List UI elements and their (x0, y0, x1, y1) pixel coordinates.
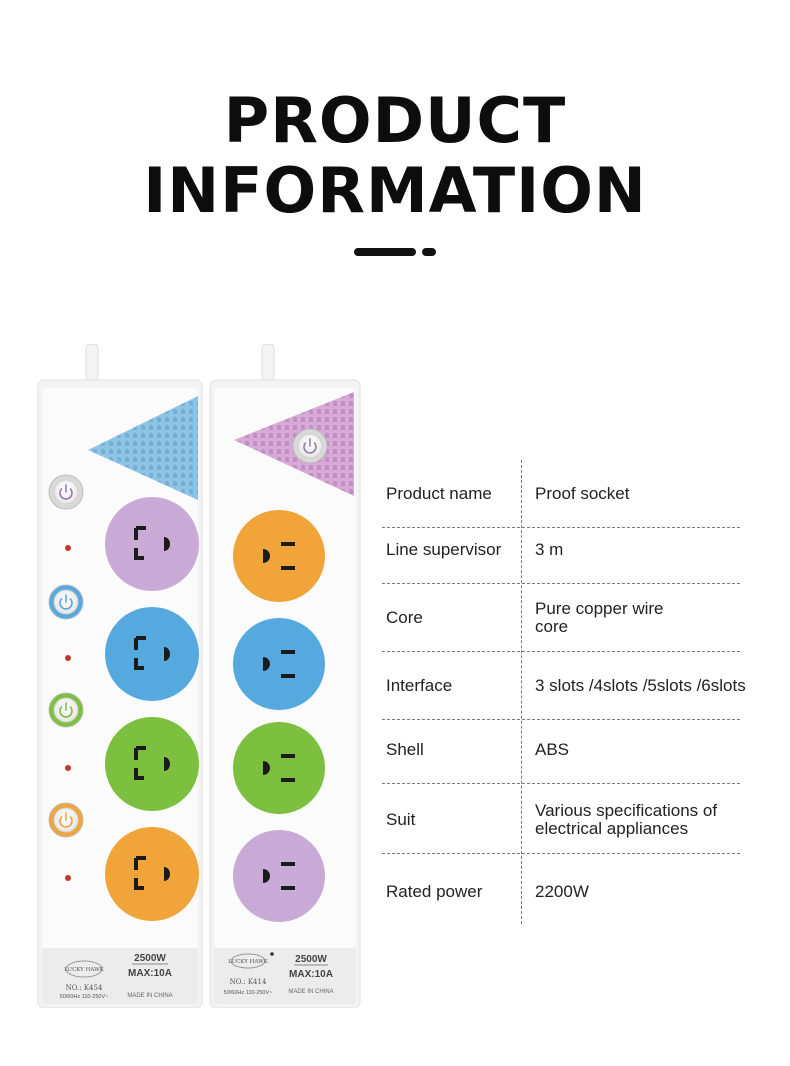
power-icon (59, 812, 73, 828)
label-plate-k454: LUCKY HAWK NO.: K454 50/60Hz 110-250V~ 2… (60, 953, 173, 1000)
power-strip-k414: LUCKY HAWK NO.: K414 50/60Hz 110-250V~ 2… (209, 344, 361, 1008)
spec-label: Shell (386, 740, 424, 759)
spec-value: 3 m (535, 540, 564, 559)
power-socket (105, 607, 199, 701)
spec-label: Line supervisor (386, 540, 502, 559)
spec-row: Product name Proof socket (382, 460, 742, 528)
spec-value: 3 slots /4slots /5slots /6slots (535, 676, 746, 695)
brand-label: LUCKY HAWK (228, 959, 269, 965)
current-label: MAX:10A (289, 969, 333, 980)
spec-value: Various specifications of electrical app… (535, 801, 718, 838)
power-switch-button[interactable] (48, 692, 84, 728)
power-socket (233, 830, 325, 922)
spec-value: 2200W (535, 882, 589, 901)
spec-table: Product name Proof socket Line superviso… (382, 460, 746, 926)
spec-value: Pure copper wire core (535, 599, 664, 636)
rating-label: 50/60Hz 110-250V~ (224, 990, 273, 996)
current-label: MAX:10A (128, 968, 172, 979)
title-underline-dot (422, 248, 436, 256)
power-socket (105, 717, 199, 811)
power-socket (233, 722, 325, 814)
power-socket (105, 827, 199, 921)
spec-label: Interface (386, 676, 453, 695)
spec-column-divider (521, 460, 522, 924)
vent-triangle (88, 396, 198, 500)
indicator-light (65, 765, 71, 771)
power-switch-button[interactable] (292, 428, 328, 464)
page-title-line1: PRODUCT (223, 84, 567, 157)
power-switch-button[interactable] (48, 584, 84, 620)
indicator-light (65, 655, 71, 661)
model-label: NO.: K414 (230, 978, 267, 986)
indicator-light (65, 545, 71, 551)
power-strip-illustration: LUCKY HAWK NO.: K454 50/60Hz 110-250V~ 2… (37, 344, 361, 1008)
power-strip-k454: LUCKY HAWK NO.: K454 50/60Hz 110-250V~ 2… (37, 344, 203, 1008)
spec-row: Core Pure copper wire core (382, 584, 742, 652)
origin-label: MADE IN CHINA (127, 993, 172, 999)
power-icon (59, 484, 73, 500)
power-socket (233, 618, 325, 710)
power-icon (59, 702, 73, 718)
power-label: 2500W (134, 953, 166, 964)
spec-row: Shell ABS (382, 716, 742, 784)
spec-row: Suit Various specifications of electrica… (382, 786, 742, 854)
power-switch-button[interactable] (48, 474, 84, 510)
spec-value: ABS (535, 740, 570, 759)
power-icon (59, 594, 73, 610)
spec-label: Product name (386, 484, 492, 503)
origin-label: MADE IN CHINA (288, 989, 333, 995)
power-icon (303, 438, 317, 454)
title-underline-long (354, 248, 416, 256)
spec-label: Core (386, 608, 423, 627)
rating-label: 50/60Hz 110-250V~ (60, 994, 109, 1000)
spec-label: Rated power (386, 882, 483, 901)
power-socket (233, 510, 325, 602)
spec-row: Rated power 2200W (382, 858, 742, 926)
brand-label: LUCKY HAWK (64, 967, 105, 973)
spec-row: Interface 3 slots /4slots /5slots /6slot… (382, 652, 746, 720)
model-label: NO.: K454 (66, 984, 103, 992)
page-title-line2: INFORMATION (143, 154, 647, 227)
label-plate-k414: LUCKY HAWK NO.: K414 50/60Hz 110-250V~ 2… (224, 952, 334, 996)
power-switch-button[interactable] (48, 802, 84, 838)
power-socket (105, 497, 199, 591)
spec-row: Line supervisor 3 m (382, 516, 742, 584)
indicator-light (65, 875, 71, 881)
power-label: 2500W (295, 954, 327, 965)
spec-label: Suit (386, 810, 416, 829)
spec-value: Proof socket (535, 484, 630, 503)
